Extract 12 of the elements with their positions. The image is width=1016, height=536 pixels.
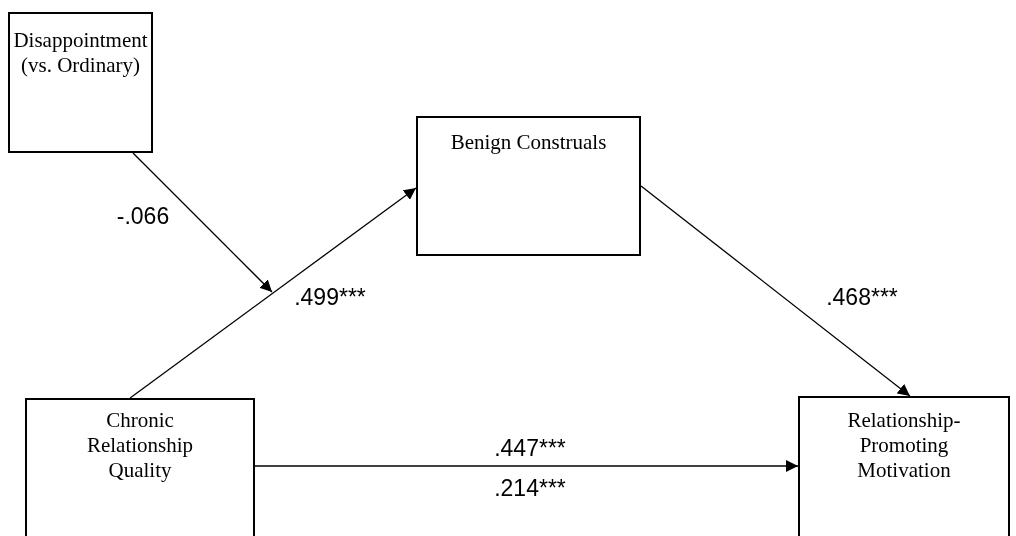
variable-label: Relationship-Promoting Motivation [846,408,962,483]
arrow [254,460,799,472]
arrow [132,152,273,293]
variable-label: Benign Construals [450,130,607,155]
arrow [640,185,911,397]
arrow [129,187,417,399]
variable-box [798,396,1010,536]
variable-box [8,12,153,153]
variable-box [25,398,255,536]
variable-box [416,116,641,256]
variable-label: Disappointment (vs. Ordinary) [13,28,148,78]
variable-label: Chronic Relationship Quality [85,408,195,483]
